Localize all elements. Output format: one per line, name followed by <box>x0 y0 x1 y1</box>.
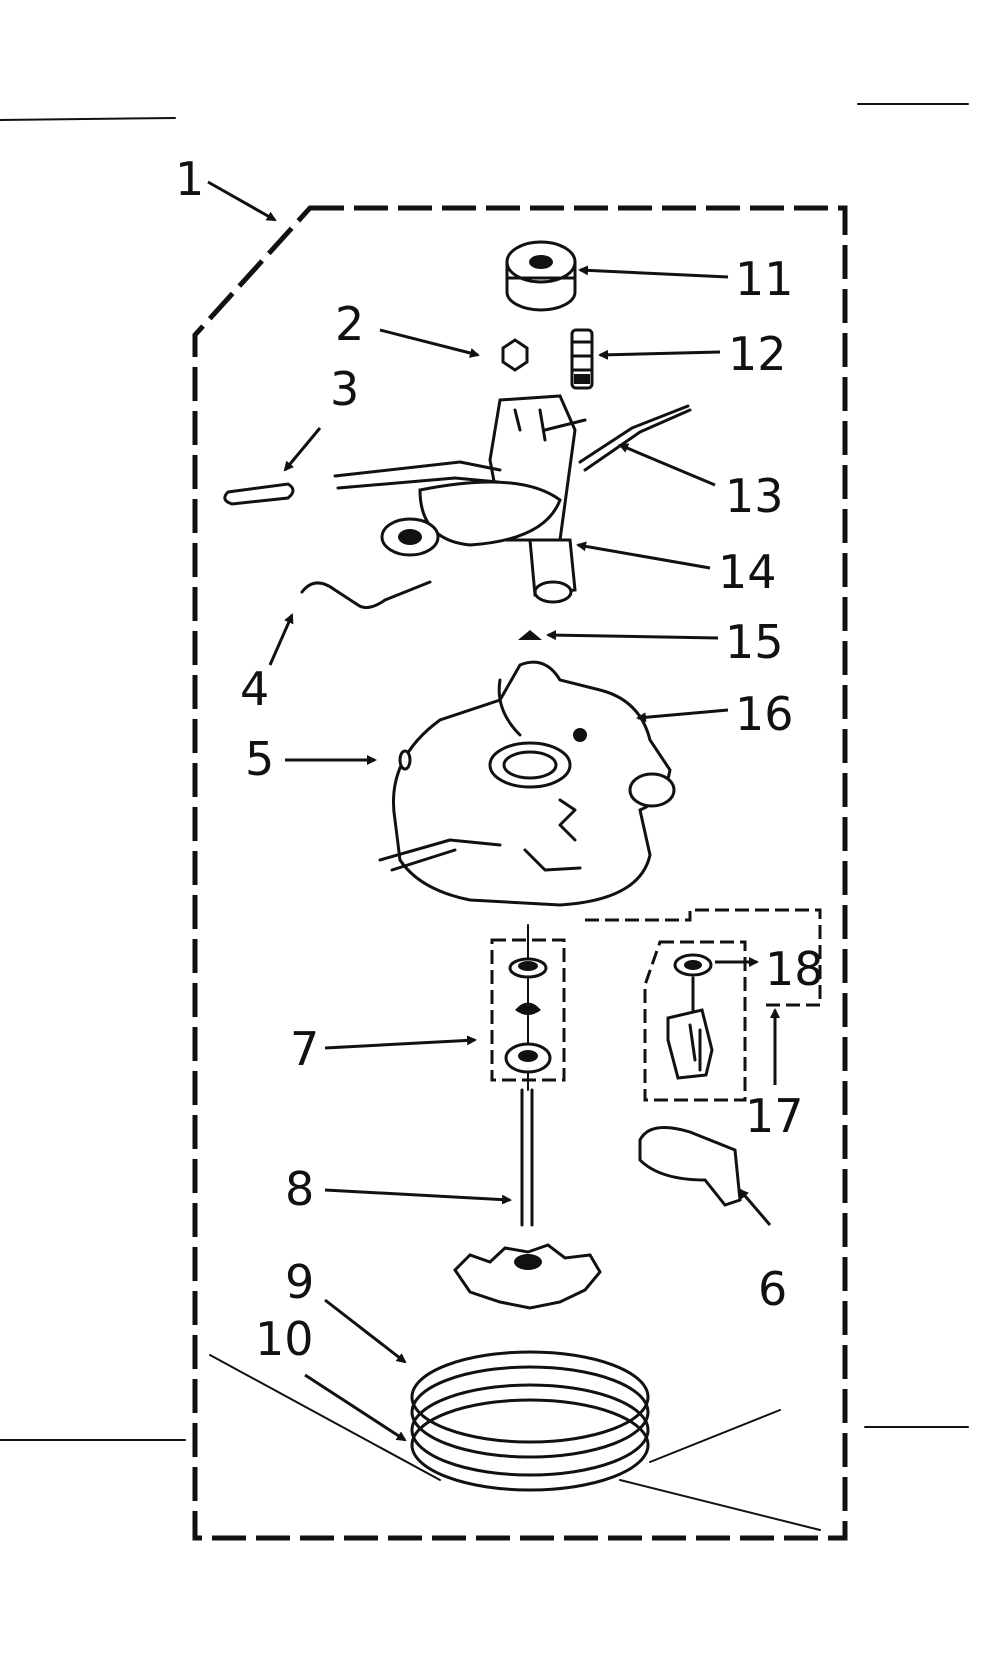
callout-9: 9 <box>285 1255 314 1309</box>
part-9-10-rings <box>410 1350 650 1492</box>
callout-17: 17 <box>745 1089 804 1143</box>
callout-6: 6 <box>758 1262 787 1316</box>
part-5-washer <box>398 749 412 771</box>
part-3-pin <box>223 482 295 506</box>
part-15-cone <box>518 630 542 640</box>
part-13-rod <box>578 404 692 472</box>
item-18-box <box>585 908 822 1007</box>
part-4-clip <box>300 580 432 610</box>
part-2-knob <box>501 338 529 372</box>
callout-11: 11 <box>735 252 794 306</box>
callout-labels: 1 2 3 4 5 6 7 8 9 10 11 12 13 14 15 16 1… <box>175 152 824 1366</box>
part-8-shaft <box>453 1088 602 1310</box>
callout-12: 12 <box>728 327 787 381</box>
callout-15: 15 <box>725 615 784 669</box>
part-7-seal-stack <box>504 924 552 1091</box>
leader-lines <box>207 180 821 1531</box>
callout-18: 18 <box>765 942 824 996</box>
callout-8: 8 <box>285 1162 314 1216</box>
part-11-pulley <box>505 240 577 312</box>
callout-5: 5 <box>245 732 274 786</box>
callout-10: 10 <box>255 1312 314 1366</box>
part-12-spring <box>570 328 594 390</box>
callout-2: 2 <box>335 297 364 351</box>
part-18-washer <box>673 953 713 977</box>
part-14-upper-assembly <box>333 394 587 604</box>
part-16-gear-housing <box>378 660 676 907</box>
callout-13: 13 <box>725 469 784 523</box>
callout-7: 7 <box>290 1022 319 1076</box>
item-17-box <box>643 940 747 1102</box>
callout-4: 4 <box>240 662 269 716</box>
assembly-frame <box>192 205 848 1541</box>
callout-1: 1 <box>175 152 204 206</box>
part-6-cam <box>638 1126 742 1207</box>
page-rules <box>0 103 969 1441</box>
part-17-bracket <box>666 976 714 1080</box>
callout-3: 3 <box>330 362 359 416</box>
callout-16: 16 <box>735 687 794 741</box>
callout-14: 14 <box>718 545 777 599</box>
